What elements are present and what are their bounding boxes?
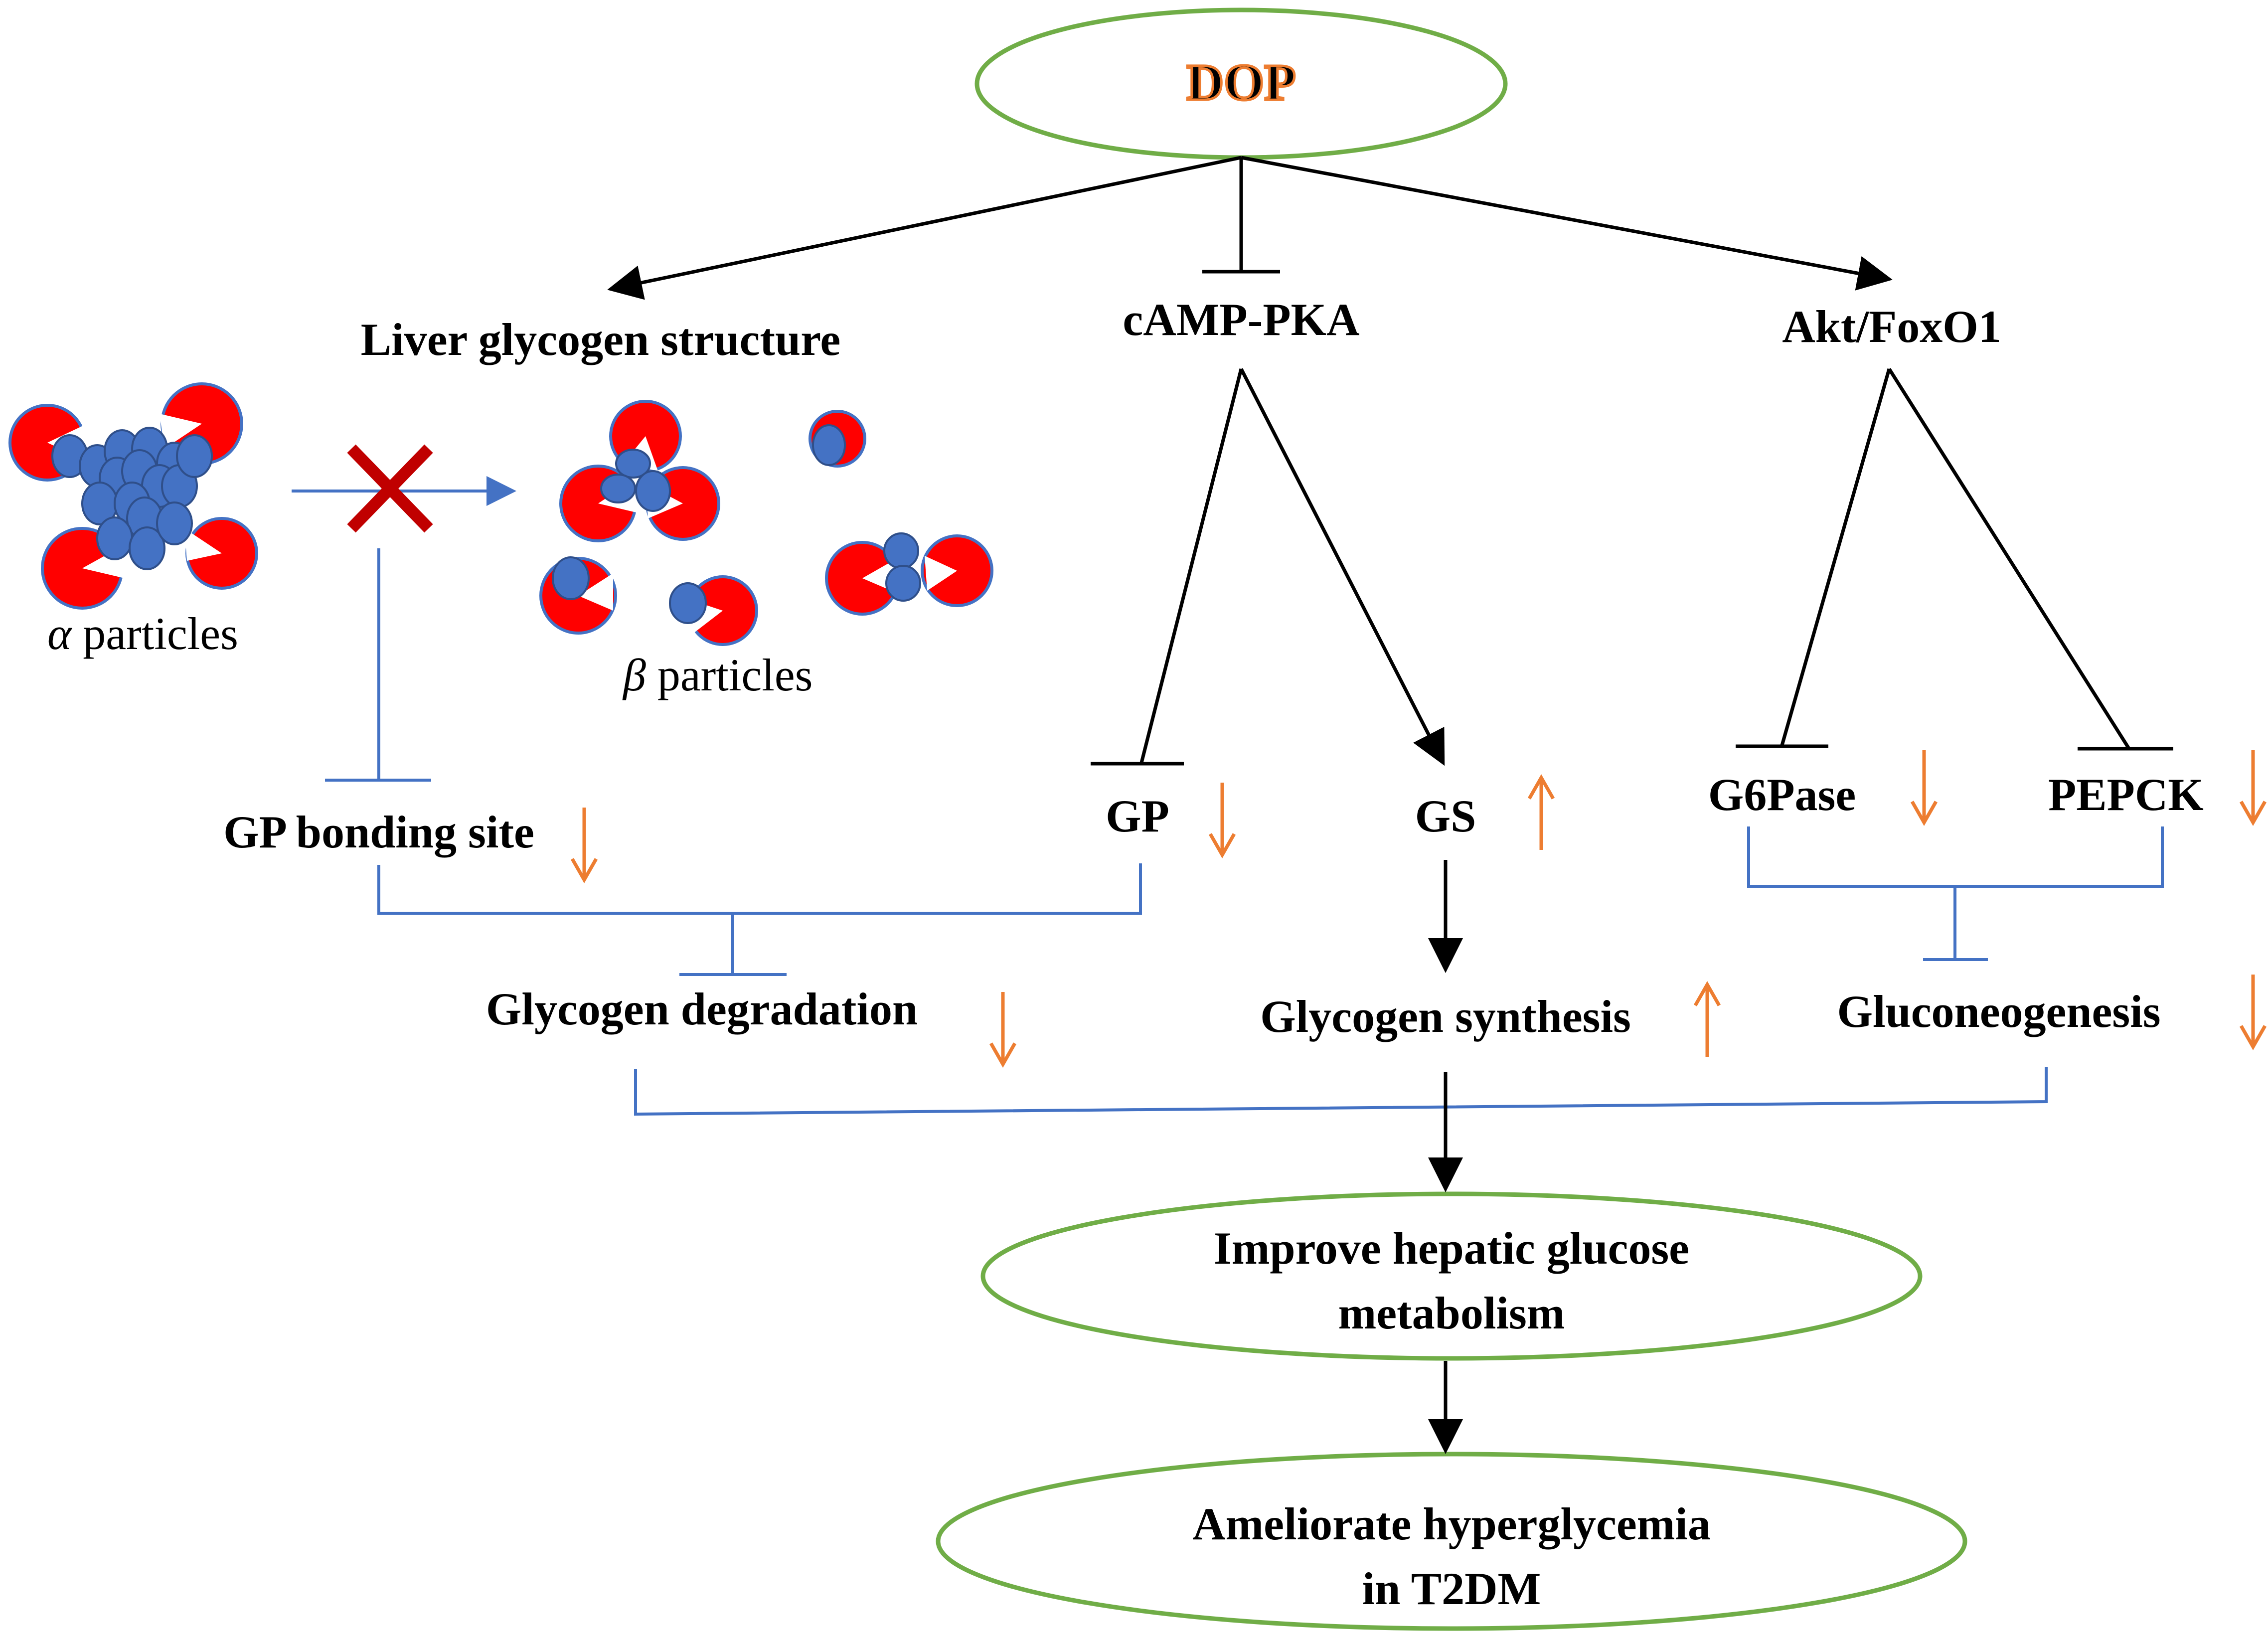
g6pase-label: G6Pase — [1708, 769, 1856, 820]
ameliorate-node — [936, 1452, 1967, 1631]
pepck-trend-down-icon — [2239, 750, 2267, 826]
gp-binding-trend-down-icon — [570, 808, 598, 884]
camp-pka-label: cAMP-PKA — [1123, 294, 1359, 345]
improve-node — [980, 1191, 1923, 1361]
ameliorate-label-line1: Ameliorate hyperglycemia — [1192, 1498, 1711, 1549]
edge-akt-pepck — [1888, 368, 2130, 749]
glycogen-synthesis-trend-up-icon — [1693, 981, 1721, 1057]
red-x-icon — [347, 444, 433, 533]
glycogen-synthesis-label: Glycogen synthesis — [1260, 991, 1631, 1042]
akt-foxo1-label: Akt/FoxO1 — [1782, 301, 2001, 352]
gp-binding-label: GP bonding site — [223, 807, 534, 857]
beta-particles-label: β particles — [622, 650, 812, 700]
glycogen-degradation-label: Glycogen degradation — [486, 984, 918, 1034]
gluconeogenesis-trend-down-icon — [2239, 975, 2267, 1051]
pepck-label: PEPCK — [2048, 769, 2204, 820]
edge-dop-akt — [1241, 156, 1893, 291]
alpha-particles-label: α particles — [47, 608, 238, 659]
improve-label-line2: metabolism — [1338, 1288, 1565, 1338]
gp-label: GP — [1106, 791, 1169, 841]
beta-particle-group — [539, 400, 993, 646]
gs-trend-up-icon — [1527, 774, 1555, 850]
edge-camp-gs — [1239, 368, 1445, 766]
degradation-bracket — [377, 863, 1142, 976]
edge-akt-g6pase — [1780, 368, 1891, 746]
ameliorate-label-line2: in T2DM — [1362, 1563, 1541, 1614]
gp-trend-down-icon — [1208, 783, 1236, 859]
liver-structure-label: Liver glycogen structure — [361, 314, 840, 365]
glycogen-degradation-trend-down-icon — [989, 992, 1017, 1068]
gluconeogenesis-label: Gluconeogenesis — [1837, 986, 2160, 1037]
gluconeogenesis-bracket — [1747, 826, 2164, 961]
trend-arrows — [570, 750, 2267, 1068]
gs-label: GS — [1415, 791, 1476, 841]
g6pase-trend-down-icon — [1910, 750, 1938, 826]
dop-label: DOP — [1186, 54, 1296, 111]
edge-camp-gp — [1139, 368, 1243, 763]
improve-label-line1: Improve hepatic glucose — [1214, 1223, 1689, 1274]
edge-dop-liver — [607, 156, 1242, 300]
convergence-bracket — [634, 1067, 2048, 1116]
alpha-particle-cluster — [8, 382, 258, 610]
